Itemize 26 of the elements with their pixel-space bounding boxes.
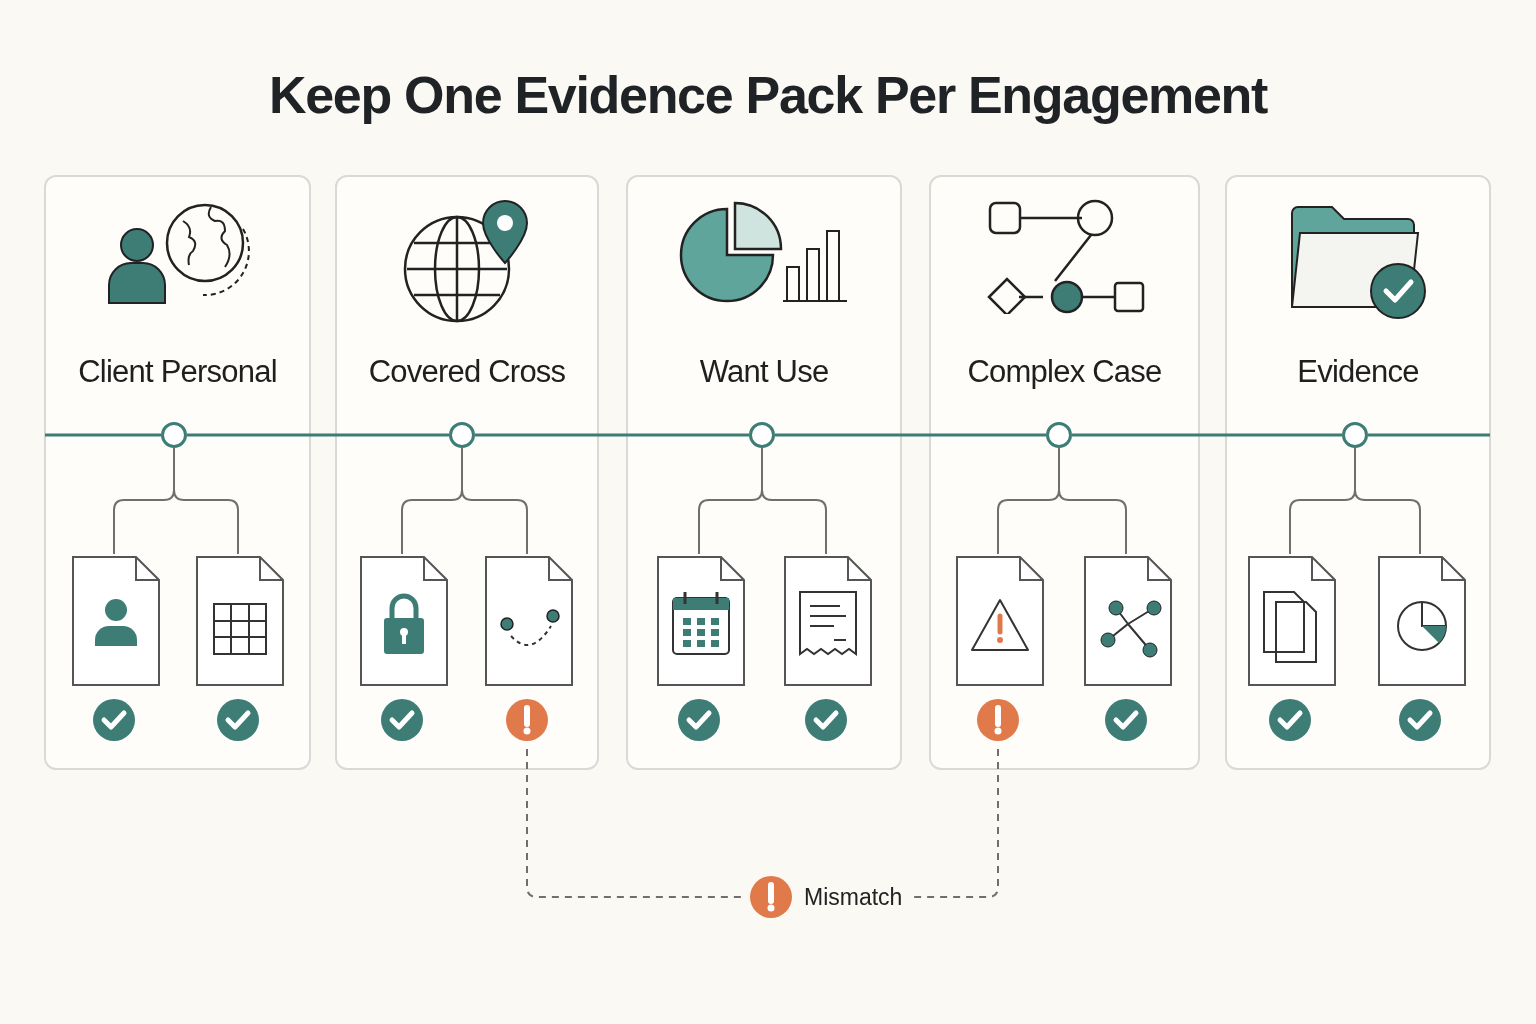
alert-badge [506,699,548,741]
diagram-title: Keep One Evidence Pack Per Engagement [267,65,1269,126]
card [1225,175,1491,770]
branch-line [1058,447,1127,555]
card [44,175,311,770]
timeline-line [187,433,449,437]
timeline-line [45,433,161,437]
branch-line [461,447,528,555]
card-title: Covered Cross [367,353,567,391]
branch-line [173,447,239,555]
branch-line [1354,447,1421,555]
branch-line [761,447,827,555]
timeline-line [1072,433,1342,437]
card [929,175,1200,770]
timeline-line [775,433,1046,437]
mismatch-label: Mismatch [804,882,903,912]
alert-badge [977,699,1019,741]
card-title: Evidence [1296,353,1420,391]
timeline-line [475,433,749,437]
card-title: Complex Case [966,353,1163,391]
card-title: Client Personal [77,353,278,391]
timeline-line [1368,433,1490,437]
card-title: Want Use [698,353,830,391]
dashed-connector [911,748,999,898]
card [626,175,902,770]
card [335,175,599,770]
